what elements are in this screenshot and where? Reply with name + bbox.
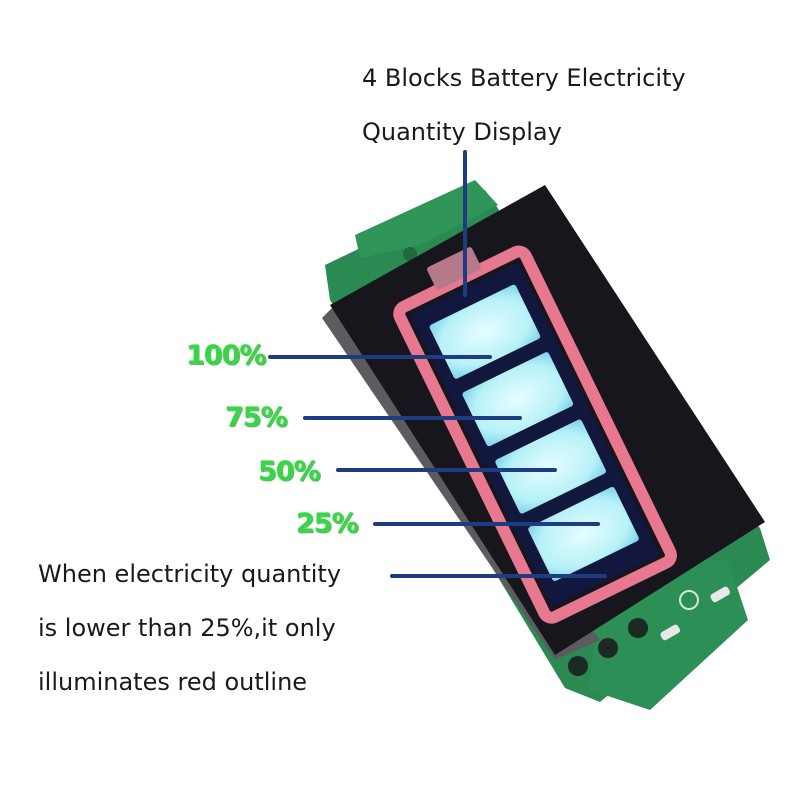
mounting-hole (403, 247, 417, 261)
pin-hole (628, 618, 648, 638)
pcb-silkscreen-mark (679, 590, 699, 610)
title-line-1: 4 Blocks Battery Electricity (362, 64, 686, 92)
level-label-50: 50% (258, 456, 321, 487)
battery-terminal (427, 247, 481, 290)
solder-pad (710, 586, 731, 603)
battery-block-25 (528, 486, 639, 581)
note-line-3: illuminates red outline (38, 668, 308, 696)
solder-pad (660, 624, 681, 641)
battery-block-75 (462, 352, 574, 447)
battery-block-50 (495, 419, 606, 514)
battery-icon (393, 245, 677, 624)
note-line-1: When electricity quantity (38, 560, 342, 588)
leader-lines (268, 150, 607, 578)
pin-hole (568, 656, 588, 676)
level-label-25: 25% (296, 508, 359, 539)
note-line-2: is lower than 25%,it only (38, 614, 336, 642)
level-label-100: 100% (186, 340, 266, 371)
title-line-2: Quantity Display (362, 118, 562, 146)
level-label-75: 75% (225, 402, 288, 433)
pin-hole (598, 638, 618, 658)
